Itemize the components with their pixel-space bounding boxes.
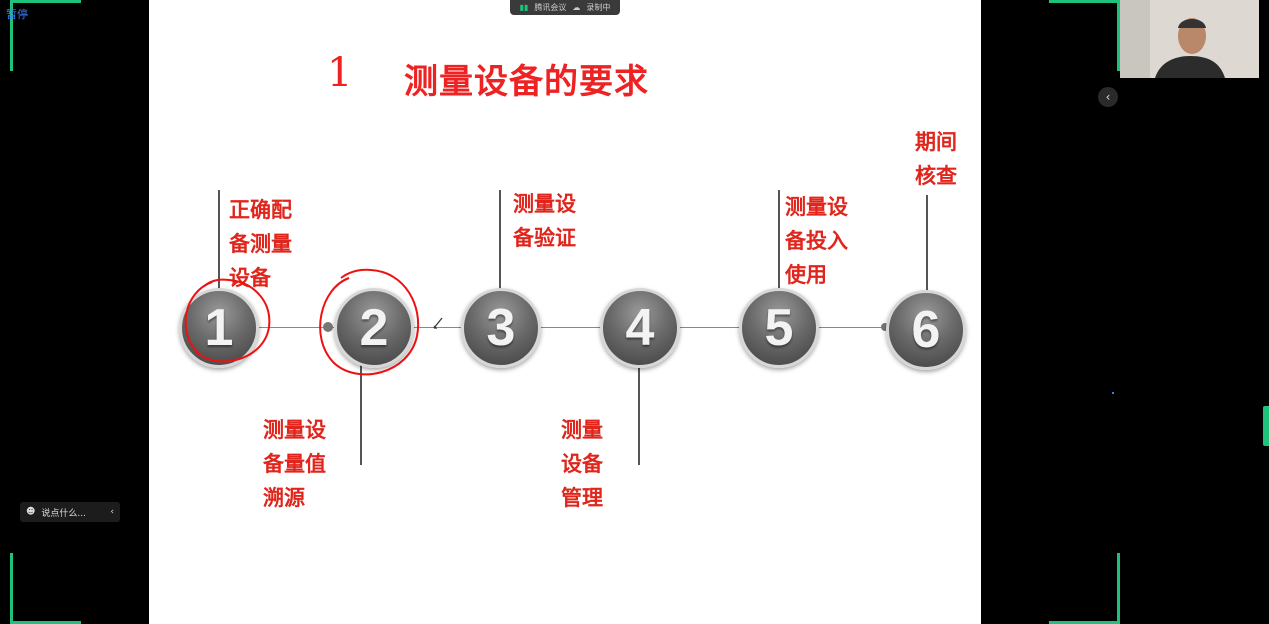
annotation-circle-2 (319, 268, 420, 376)
chat-placeholder: 说点什么... (41, 508, 86, 519)
step-circle-4: 4 (600, 288, 680, 368)
step-label-4: 测量 设备 管理 (561, 418, 603, 510)
meeting-top-toolbar[interactable]: ▮▮ 腾讯会议 ☁ 录制中 (510, 0, 620, 15)
step-number: 5 (764, 299, 794, 357)
pen-cursor-icon (433, 317, 443, 329)
connector-dot (881, 323, 889, 331)
leader-line-6 (926, 195, 928, 290)
step-label-6: 期间 核查 (915, 130, 957, 188)
corner-bracket-bottom-left (10, 553, 81, 624)
corner-bracket-top-left (10, 0, 81, 71)
leader-line-5 (778, 190, 780, 290)
pause-label[interactable]: 暂停 (6, 8, 28, 21)
recording-status[interactable]: 录制中 (586, 3, 611, 12)
signal-icon: ▮▮ (519, 3, 529, 12)
step-number: 2 (359, 299, 389, 357)
corner-bracket-top-right (1049, 0, 1120, 71)
step-circle-1: 1 (179, 288, 259, 368)
step-circle-3: 3 (461, 288, 541, 368)
step-number: 1 (204, 299, 234, 357)
corner-bracket-bottom-right (1049, 553, 1120, 624)
step-circle-2: 2 (334, 288, 414, 368)
leader-line-2 (360, 365, 362, 465)
slide-title-number: 1 (327, 50, 353, 96)
participant-video[interactable] (1120, 0, 1259, 78)
emoji-icon[interactable]: ☻ (26, 507, 36, 517)
side-indicator (1263, 406, 1269, 446)
side-dot (1112, 392, 1114, 394)
annotation-circle-1 (184, 278, 271, 363)
step-label-5: 测量设 备投入 使用 (785, 195, 848, 287)
step-circle-5: 5 (739, 288, 819, 368)
step-number: 4 (625, 299, 655, 357)
leader-line-4 (638, 365, 640, 465)
leader-line-3 (499, 190, 501, 290)
participant-avatar (1120, 0, 1259, 78)
presentation-slide: 1 测量设备的要求 1 2 3 4 5 6 正确配 备测量 设备 测量设 备量值… (149, 0, 981, 624)
chat-input-bar[interactable]: ☻ 说点什么... ‹ (20, 502, 120, 522)
connector-line (259, 327, 909, 328)
chevron-left-icon: ‹ (1105, 90, 1111, 104)
connector-dot (323, 322, 333, 332)
chevron-left-icon[interactable]: ‹ (110, 507, 114, 517)
app-name: 腾讯会议 (534, 3, 567, 12)
step-number: 6 (911, 301, 941, 359)
step-circle-6: 6 (886, 290, 966, 370)
recording-icon: ☁ (572, 3, 581, 12)
step-label-3: 测量设 备验证 (513, 192, 576, 250)
leader-line-1 (218, 190, 220, 290)
collapse-panel-button[interactable]: ‹ (1098, 87, 1118, 107)
step-number: 3 (486, 299, 516, 357)
slide-title: 测量设备的要求 (404, 62, 649, 102)
step-label-2: 测量设 备量值 溯源 (263, 418, 326, 510)
